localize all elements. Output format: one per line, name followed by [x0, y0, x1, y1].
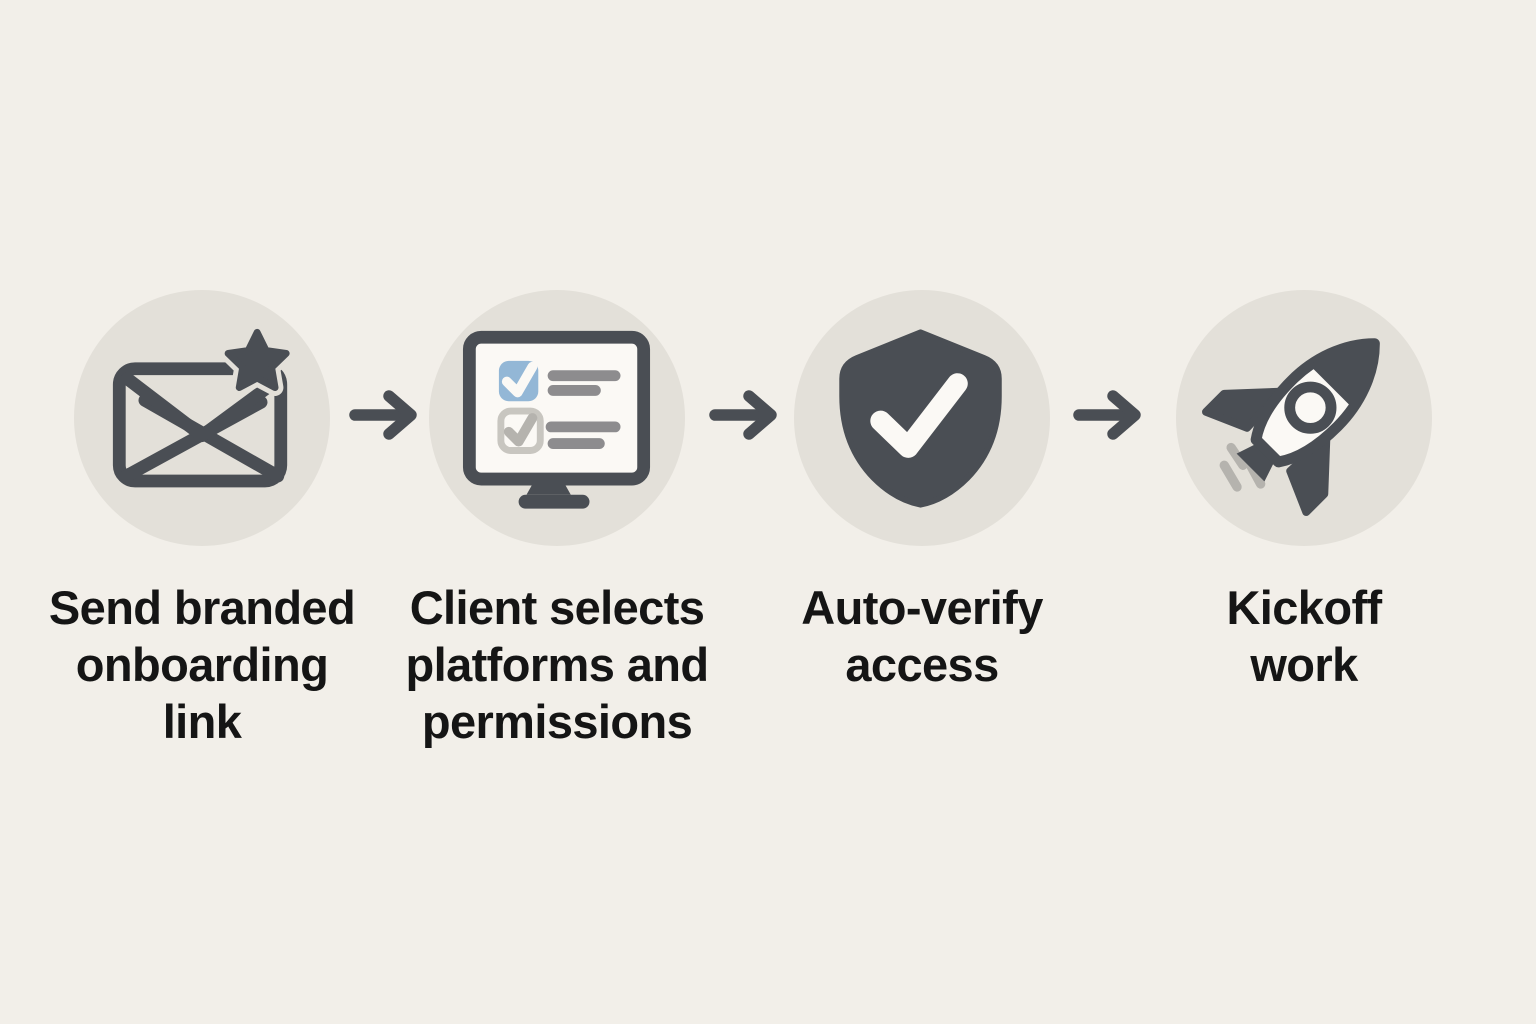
step-1-label: Send branded onboarding link	[48, 581, 356, 748]
step-client-selects: Client selects platforms and permissions	[377, 290, 737, 750]
step-3-circle	[794, 290, 1050, 546]
envelope-star-icon	[112, 323, 295, 488]
step-4-circle	[1176, 290, 1432, 546]
shield-check-icon	[839, 329, 1002, 508]
arrow-right-icon	[1073, 390, 1141, 440]
step-3-label: Auto-verify access	[801, 581, 1043, 691]
step-auto-verify: Auto-verify access	[742, 290, 1102, 693]
step-4-label: Kickoff work	[1226, 581, 1382, 691]
step-1-circle	[74, 290, 330, 546]
monitor-checklist-icon	[462, 330, 651, 509]
step-send-onboarding-link: Send branded onboarding link	[22, 290, 382, 750]
arrow-right-icon	[349, 390, 417, 440]
arrow-right-icon	[709, 390, 777, 440]
step-2-label: Client selects platforms and permissions	[405, 581, 710, 748]
step-2-circle	[429, 290, 685, 546]
step-kickoff: Kickoff work	[1124, 290, 1484, 693]
rocket-icon	[1202, 338, 1380, 517]
